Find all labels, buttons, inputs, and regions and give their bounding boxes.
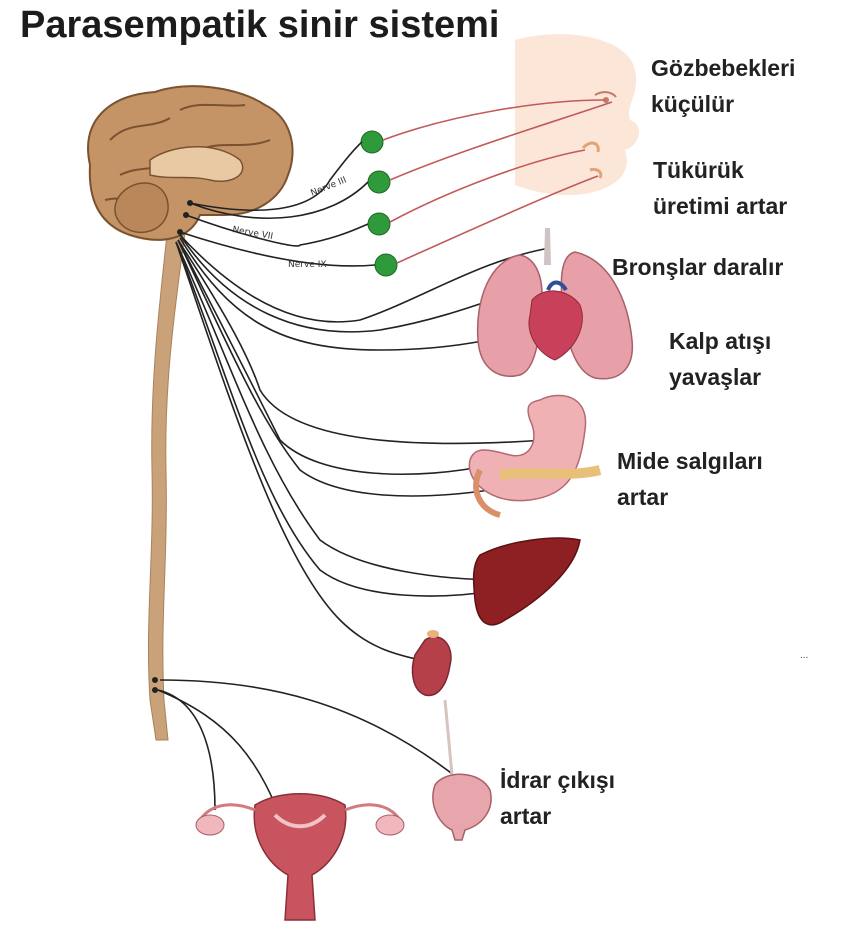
- spinal-cord: [148, 225, 186, 740]
- label-heart: Kalp atışı yavaşlar: [669, 323, 771, 395]
- nerve-tag-9: Nerve IX: [288, 260, 327, 270]
- corner-mark: ...: [800, 650, 808, 661]
- label-saliva: Tükürük üretimi artar: [653, 152, 787, 224]
- label-heart-line2: yavaşlar: [669, 359, 771, 395]
- label-bladder: İdrar çıkışı artar: [500, 762, 615, 834]
- nerve-tag-7: Nerve VII: [231, 225, 273, 242]
- reproductive-graphic: [196, 794, 404, 920]
- label-bronchi-line1: Bronşlar daralır: [612, 249, 783, 285]
- nerve-tag-3: Nerve III: [309, 175, 348, 198]
- label-saliva-line2: üretimi artar: [653, 188, 787, 224]
- label-stomach-line2: artar: [617, 479, 763, 515]
- stomach-graphic: [469, 395, 600, 515]
- label-saliva-line1: Tükürük: [653, 152, 787, 188]
- label-bronchi: Bronşlar daralır: [612, 249, 783, 285]
- liver-graphic: [474, 538, 580, 625]
- label-stomach: Mide salgıları artar: [617, 443, 763, 515]
- ganglia: [361, 131, 397, 276]
- lungs-heart-graphic: [478, 228, 633, 379]
- bladder-graphic: [433, 774, 491, 840]
- label-pupils-line2: küçülür: [651, 86, 795, 122]
- label-pupils: Gözbebekleri küçülür: [651, 50, 795, 122]
- face-graphic: [515, 34, 639, 195]
- label-heart-line1: Kalp atışı: [669, 323, 771, 359]
- label-bladder-line2: artar: [500, 798, 615, 834]
- kidney-graphic: [412, 630, 452, 775]
- label-stomach-line1: Mide salgıları: [617, 443, 763, 479]
- label-pupils-line1: Gözbebekleri: [651, 50, 795, 86]
- label-bladder-line1: İdrar çıkışı: [500, 762, 615, 798]
